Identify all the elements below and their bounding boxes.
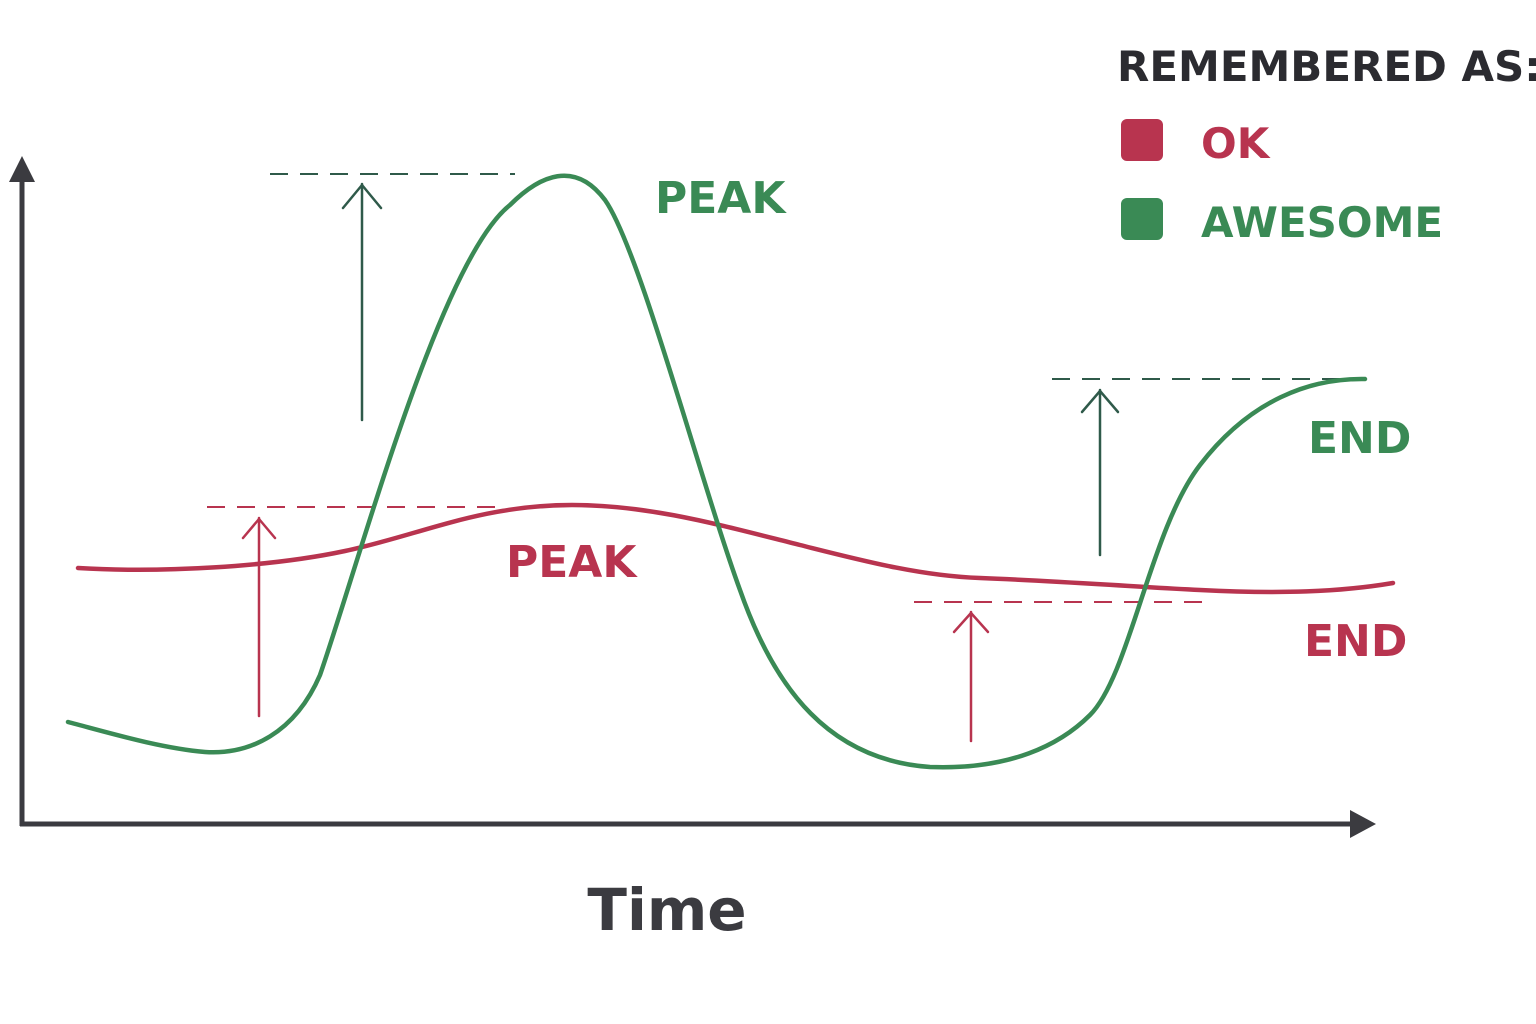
legend-title: REMEMBERED AS: xyxy=(1117,42,1536,91)
x-axis-arrowhead xyxy=(1350,810,1376,838)
awesome-curve xyxy=(65,173,1368,770)
ok-peak-label: PEAK xyxy=(506,537,638,588)
awesome-peak-label: PEAK xyxy=(655,173,787,224)
guides xyxy=(207,173,1345,603)
awesome-peak-arrow xyxy=(341,182,383,422)
legend-swatch-ok xyxy=(1121,119,1163,161)
legend-label-ok: OK xyxy=(1201,119,1271,168)
ok-peak-arrow xyxy=(241,516,277,718)
ok-end-label: END xyxy=(1304,616,1407,667)
ok-curve xyxy=(75,502,1396,595)
arrows xyxy=(241,182,1120,743)
ok-end-arrow xyxy=(952,610,990,743)
legend-swatch-awesome xyxy=(1121,198,1163,240)
axes xyxy=(9,156,1376,838)
x-axis-label: Time xyxy=(587,876,746,944)
awesome-end-label: END xyxy=(1308,413,1411,464)
legend-label-awesome: AWESOME xyxy=(1201,198,1443,247)
legend: REMEMBERED AS: OK AWESOME xyxy=(1117,42,1536,247)
awesome-end-arrow xyxy=(1080,388,1120,557)
y-axis-arrowhead xyxy=(9,156,35,182)
